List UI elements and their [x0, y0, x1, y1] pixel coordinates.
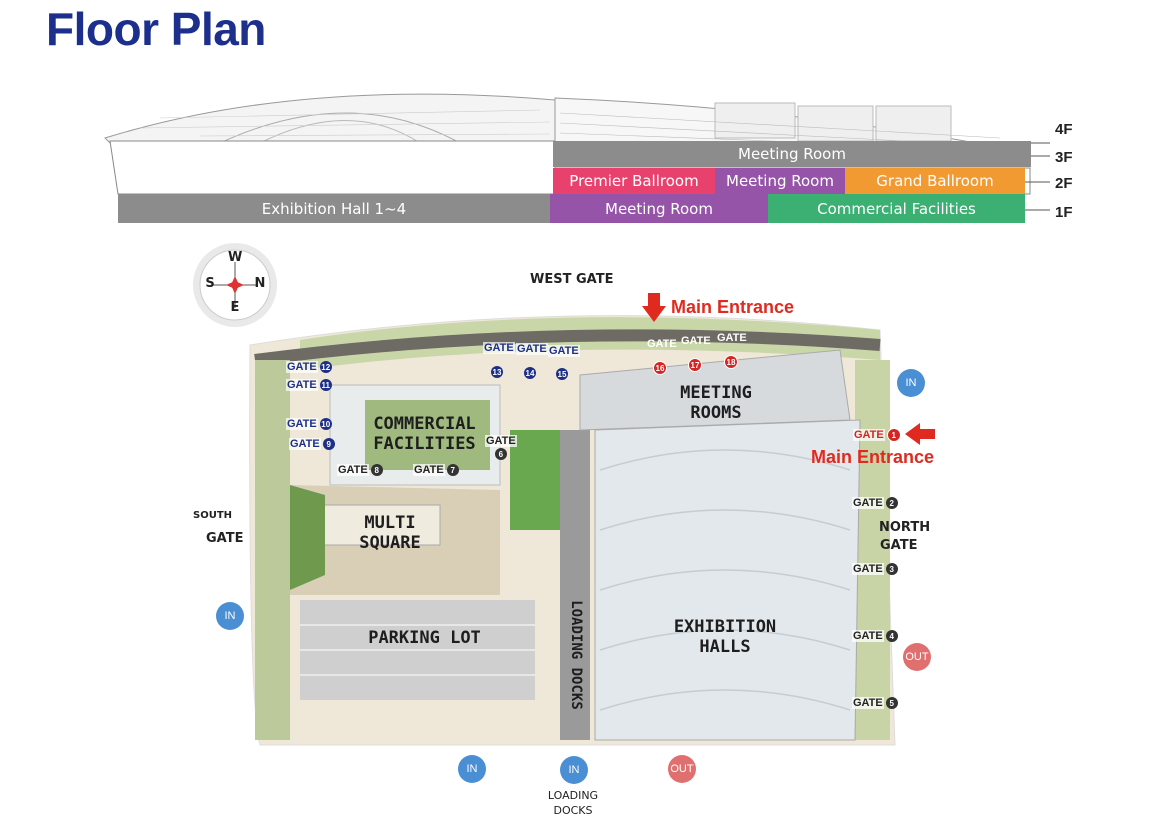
floor2-premier-ballroom: Premier Ballroom	[553, 168, 715, 194]
floor1-meeting-room: Meeting Room	[550, 194, 768, 223]
gate-13-number: 13	[491, 366, 503, 378]
parking-lot-label: PARKING LOT	[368, 628, 481, 648]
gate-13-label: GATE	[483, 342, 515, 354]
floor3-meeting-room: Meeting Room	[553, 141, 1031, 167]
in-badge-bottom-left: IN	[458, 755, 486, 783]
compass-n: N	[254, 276, 266, 291]
main-entrance-right-label: Main Entrance	[811, 447, 935, 467]
gate-17-number: 17	[688, 358, 702, 372]
floor1-exhibition-hall: Exhibition Hall 1~4	[118, 194, 550, 223]
south-gate-label-2: GATE	[206, 531, 244, 546]
floor2-meeting-room: Meeting Room	[715, 168, 845, 194]
loading-docks-vertical-label: LOADING DOCKS	[568, 600, 584, 710]
north-gate-label-1: NORTH	[879, 520, 931, 535]
multi-square-label: MULTI SQUARE	[359, 513, 421, 553]
in-badge-north: IN	[897, 369, 925, 397]
south-gate-label-1: SOUTH	[193, 510, 233, 521]
page-title: Floor Plan	[46, 3, 266, 55]
out-badge-north: OUT	[903, 643, 931, 671]
west-gate-label: WEST GATE	[530, 272, 614, 287]
north-gate-label-2: GATE	[880, 538, 918, 553]
exhibition-halls-label: EXHIBITION HALLS	[673, 617, 777, 657]
in-badge-south: IN	[216, 602, 244, 630]
compass-w: W	[228, 250, 243, 265]
gate-16-label: GATE	[647, 338, 677, 350]
gate-18-label: GATE	[717, 332, 747, 344]
in-badge-loading-docks: IN	[560, 756, 588, 784]
gate-15-label: GATE	[548, 345, 580, 357]
main-entrance-top-label: Main Entrance	[671, 297, 795, 317]
floor-label-1f: 1F	[1055, 204, 1073, 221]
floor-label-4f: 4F	[1055, 121, 1073, 138]
floor2-grand-ballroom: Grand Ballroom	[845, 168, 1025, 194]
gate-15-number: 15	[556, 368, 568, 380]
gate-14-label: GATE	[516, 343, 548, 355]
compass-rose-icon	[193, 243, 277, 327]
gate-14-number: 14	[524, 367, 536, 379]
section-diagram: Meeting Room Premier Ballroom Meeting Ro…	[100, 88, 1090, 228]
gate-16-number: 16	[653, 361, 667, 375]
compass-s: S	[205, 276, 215, 291]
out-badge-bottom: OUT	[668, 755, 696, 783]
gate-18-number: 18	[724, 355, 738, 369]
main-entrance-arrow-icon	[905, 423, 935, 445]
floor1-commercial-facilities: Commercial Facilities	[768, 194, 1025, 223]
floor-label-3f: 3F	[1055, 149, 1073, 166]
compass: W S N E	[192, 242, 278, 328]
gate-17-label: GATE	[681, 335, 711, 347]
compass-e: E	[230, 300, 240, 315]
main-entrance-arrow-icon	[642, 293, 666, 322]
floor-label-2f: 2F	[1055, 175, 1073, 192]
